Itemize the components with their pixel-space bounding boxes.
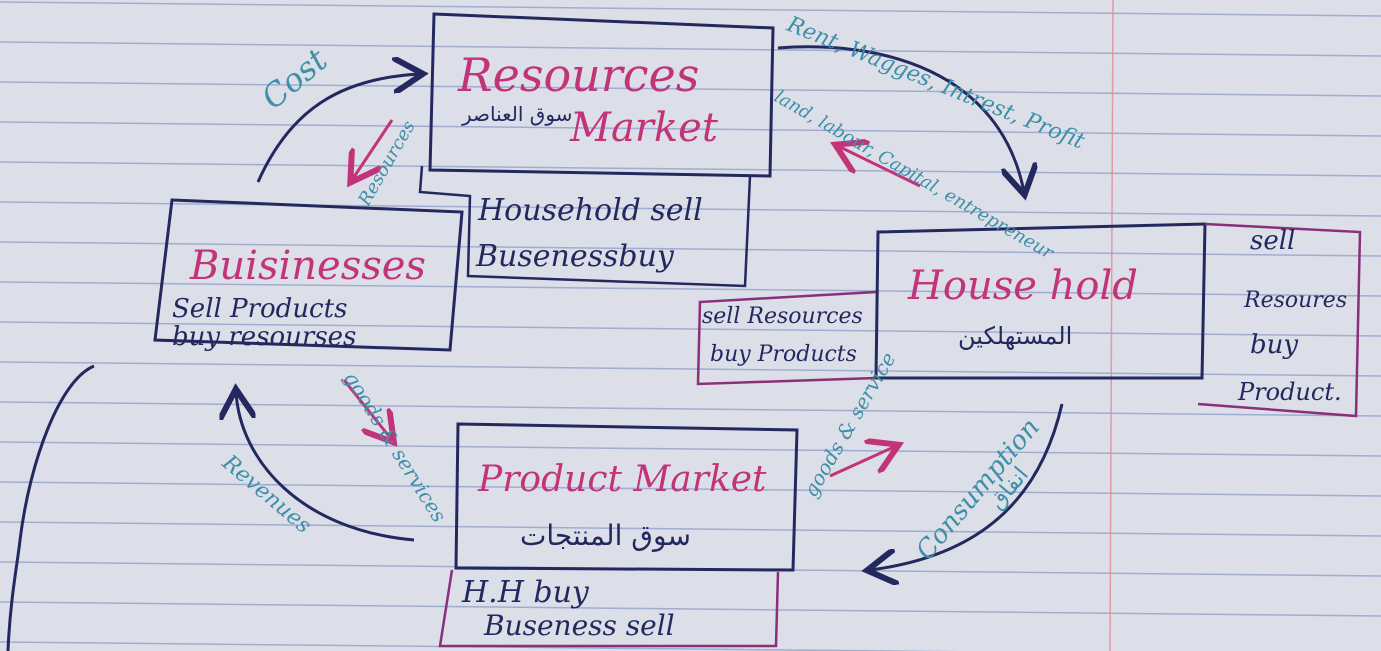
businesses-box	[153, 198, 464, 352]
factors-arrow	[838, 146, 921, 188]
product-market-arabic: سوق المنتجات	[520, 519, 691, 552]
resources-market-line-2: Busenessbuy	[476, 239, 674, 274]
businesses-title: Buisinesses	[190, 243, 426, 289]
cost-arrow	[256, 74, 420, 183]
resources-market-title-2: Market	[570, 105, 718, 151]
ruled-line	[0, 321, 1381, 337]
businesses-line-2: buy resourses	[172, 322, 357, 352]
ruled-line	[0, 521, 1381, 537]
ruled-line	[0, 441, 1381, 457]
ruled-line	[0, 1, 1381, 17]
resources-market-subbox	[418, 165, 752, 288]
ruled-line	[0, 121, 1381, 137]
consumption-arrow	[870, 403, 1064, 570]
ruled-line	[0, 281, 1381, 297]
product-market-subbox	[438, 569, 780, 648]
rent-arrow	[777, 45, 1024, 192]
ruled-line	[0, 361, 1381, 377]
product-market-line-1: H.H buy	[462, 575, 589, 610]
ruled-line	[0, 241, 1381, 257]
goods-right-arrow	[829, 446, 896, 478]
ruled-line	[0, 161, 1381, 177]
household-title: House hold	[908, 263, 1138, 309]
ruled-line	[0, 601, 1381, 617]
resources-market-box	[428, 12, 775, 178]
product-market-box	[454, 422, 799, 572]
household-right-line-3: buy	[1250, 330, 1299, 360]
household-right-line-1: sell	[1250, 226, 1296, 256]
resources-market-arabic: سوق العناصر	[462, 102, 573, 126]
resources-market-title-1: Resources	[458, 48, 700, 102]
household-left-line-1: sell Resources	[702, 304, 863, 329]
ruled-line	[0, 201, 1381, 217]
household-left-box	[696, 290, 877, 386]
household-box	[874, 222, 1207, 380]
household-right-box	[1197, 222, 1362, 418]
ruled-line	[0, 41, 1381, 57]
product-market-title: Product Market	[478, 459, 767, 500]
product-market-line-2: Buseness sell	[484, 609, 675, 642]
ruled-line	[0, 481, 1381, 497]
ruled-line	[0, 81, 1381, 97]
household-left-line-2: buy Products	[710, 342, 857, 367]
ruled-line	[0, 641, 962, 651]
household-right-line-4: Product.	[1238, 378, 1342, 406]
resources-arrow	[352, 119, 394, 180]
revenue-arrow	[236, 392, 415, 542]
household-arabic: المستهلكين	[958, 322, 1073, 350]
margin-line	[1109, 0, 1114, 651]
businesses-line-1: Sell Products	[172, 294, 348, 324]
resources-market-line-1: Household sell	[478, 193, 703, 228]
goods-left-arrow	[342, 379, 392, 440]
left-bracket	[6, 364, 95, 651]
household-right-line-2: Resoures	[1244, 288, 1348, 313]
